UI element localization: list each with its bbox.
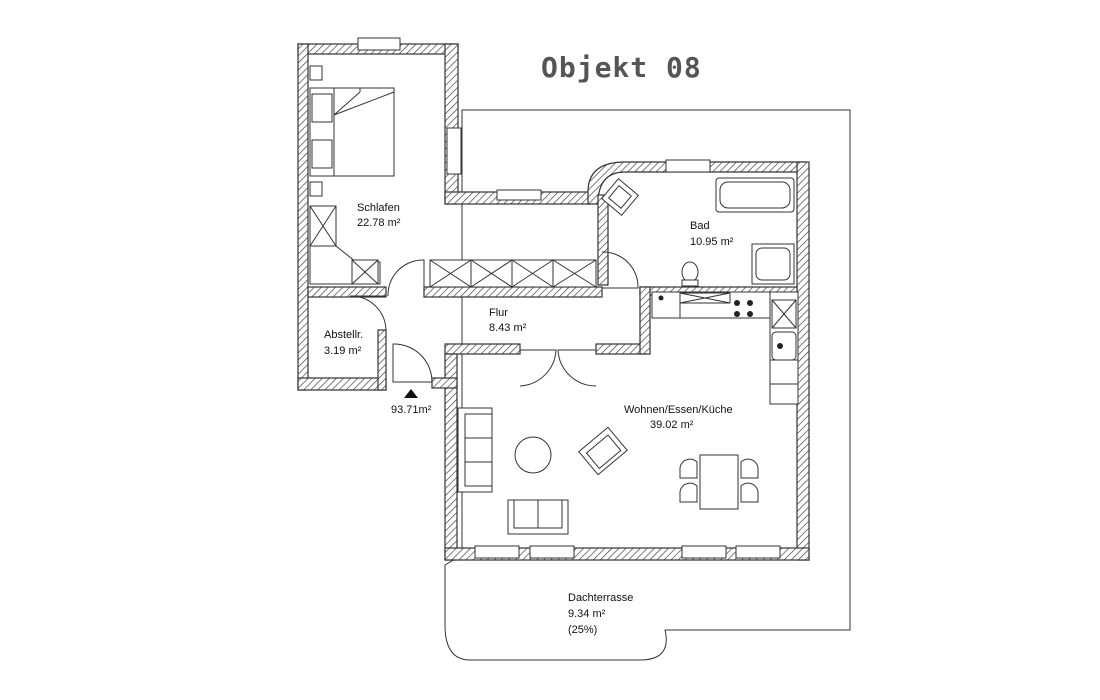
room-share-terrasse: (25%) [568, 624, 597, 636]
wardrobe [429, 259, 597, 288]
terrace-outline [444, 109, 851, 661]
room-name-schlafen: Schlafen [357, 202, 400, 214]
living-furniture [457, 407, 759, 535]
room-name-wohnen: Wohnen/Essen/Küche [624, 404, 733, 416]
kitchen-counter [651, 291, 799, 405]
room-area-bad: 10.95 m² [690, 236, 734, 248]
bedroom-furniture [309, 65, 395, 285]
room-area-flur: 8.43 m² [489, 322, 527, 334]
room-name-flur: Flur [489, 307, 508, 319]
bathroom-fixtures [600, 177, 795, 287]
room-area-terrasse: 9.34 m² [568, 608, 606, 620]
room-area-abstell: 3.19 m² [324, 345, 362, 357]
total-area: 93.71m² [391, 404, 432, 416]
room-name-terrasse: Dachterrasse [568, 592, 633, 604]
windows [357, 37, 781, 559]
room-name-bad: Bad [690, 220, 710, 232]
room-labels: Schlafen 22.78 m² Bad 10.95 m² Flur 8.43… [324, 202, 734, 636]
entrance-marker [404, 389, 418, 398]
room-area-wohnen: 39.02 m² [650, 419, 694, 431]
room-name-abstell: Abstellr. [324, 329, 363, 341]
plan-title: Objekt 08 [541, 51, 702, 84]
room-area-schlafen: 22.78 m² [357, 217, 401, 229]
doors [349, 251, 639, 387]
